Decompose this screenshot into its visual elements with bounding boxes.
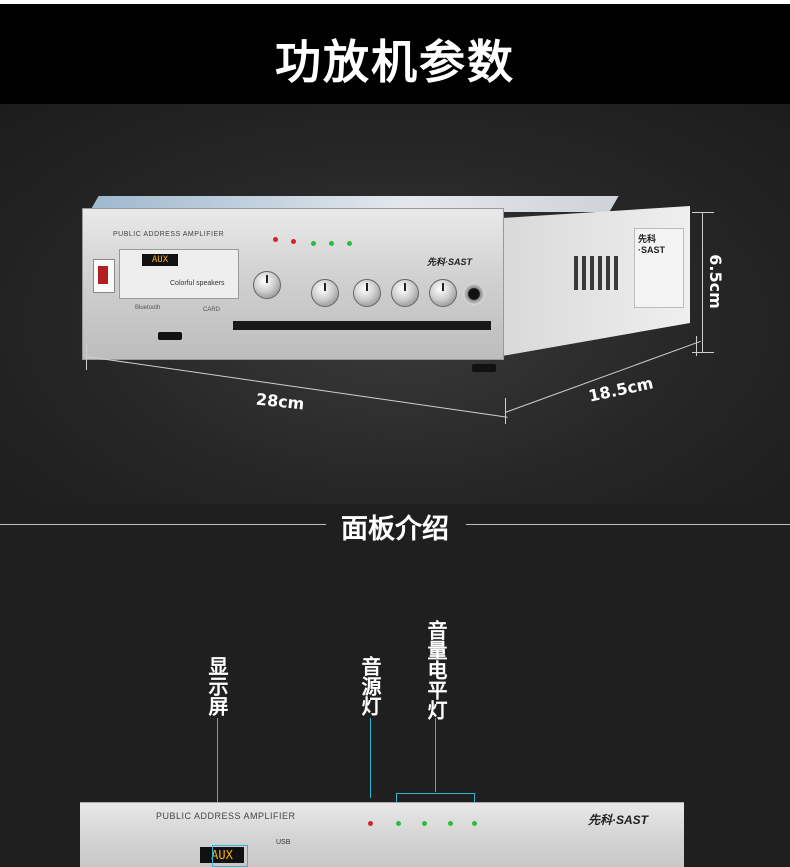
height-label: 6.5cm — [705, 254, 725, 309]
divider-line-left — [0, 524, 326, 525]
height-tick-bottom — [692, 352, 714, 353]
power-led — [273, 237, 278, 242]
callout-display-line — [217, 718, 218, 866]
level-led — [347, 241, 352, 246]
section-title: 面板介绍 — [341, 514, 449, 545]
panel-front-label: PUBLIC ADDRESS AMPLIFIER — [156, 811, 296, 821]
height-line — [702, 212, 703, 352]
vent-slot — [598, 256, 602, 290]
panel-level-led — [396, 821, 401, 826]
panel-power-led — [368, 821, 373, 826]
mic-jack — [463, 283, 485, 305]
panel-level-led — [472, 821, 477, 826]
callout-level-light-label: 音量电平灯 — [424, 620, 448, 720]
vent-slot — [606, 256, 610, 290]
header-band: 功放机参数 — [0, 0, 790, 104]
treble-knob — [353, 279, 381, 307]
front-panel-label: PUBLIC ADDRESS AMPLIFIER — [113, 231, 225, 238]
zone1-knob — [311, 279, 339, 307]
vent-slot — [614, 256, 618, 290]
colorful-speakers-text: Colorful speakers — [170, 280, 225, 287]
callout-power-line — [370, 718, 371, 798]
vent-slot — [582, 256, 586, 290]
callout-display-label: 显示屏 — [205, 656, 229, 716]
bass-knob — [391, 279, 419, 307]
mic-volume-knob — [429, 279, 457, 307]
level-led — [329, 241, 334, 246]
callout-power-light-label: 音源灯 — [358, 656, 382, 716]
amplifier-image: 先科·SAST PUBLIC ADDRESS AMPLIFIER AUX Col… — [82, 196, 692, 372]
panel-level-led — [422, 821, 427, 826]
function-label-strip — [233, 321, 491, 330]
amplifier-foot — [158, 332, 182, 340]
media-display: AUX Colorful speakers — [119, 249, 239, 299]
source-led — [291, 239, 296, 244]
depth-tick — [696, 336, 697, 356]
amplifier-front-panel: PUBLIC ADDRESS AMPLIFIER AUX Colorful sp… — [82, 208, 504, 360]
volume-knob — [253, 271, 281, 299]
panel-closeup-image: PUBLIC ADDRESS AMPLIFIER 先科·SAST AUX USB — [80, 802, 684, 867]
panel-brand: 先科·SAST — [588, 813, 649, 827]
panel-level-led — [448, 821, 453, 826]
card-label: CARD — [203, 307, 221, 313]
callout-level-bracket — [396, 793, 474, 794]
divider-line-right — [466, 524, 790, 525]
bluetooth-label: Bluetooth — [135, 305, 161, 311]
front-brand: 先科·SAST — [427, 257, 473, 267]
spec-sticker: 先科·SAST — [634, 228, 684, 308]
vent-slot — [590, 256, 594, 290]
level-led — [311, 241, 316, 246]
panel-usb-label: USB — [276, 839, 291, 846]
sticker-brand: 先科·SAST — [638, 234, 665, 255]
height-tick-top — [692, 212, 714, 213]
vent-slot — [574, 256, 578, 290]
amplifier-foot — [472, 364, 496, 372]
power-switch — [93, 259, 115, 293]
lcd-readout: AUX — [142, 254, 178, 266]
callout-level-line — [435, 718, 436, 792]
panel-lcd-readout: AUX — [200, 847, 244, 863]
section-divider: 面板介绍 — [0, 504, 790, 546]
display-highlight-box — [212, 845, 248, 867]
page-title: 功放机参数 — [275, 35, 515, 89]
